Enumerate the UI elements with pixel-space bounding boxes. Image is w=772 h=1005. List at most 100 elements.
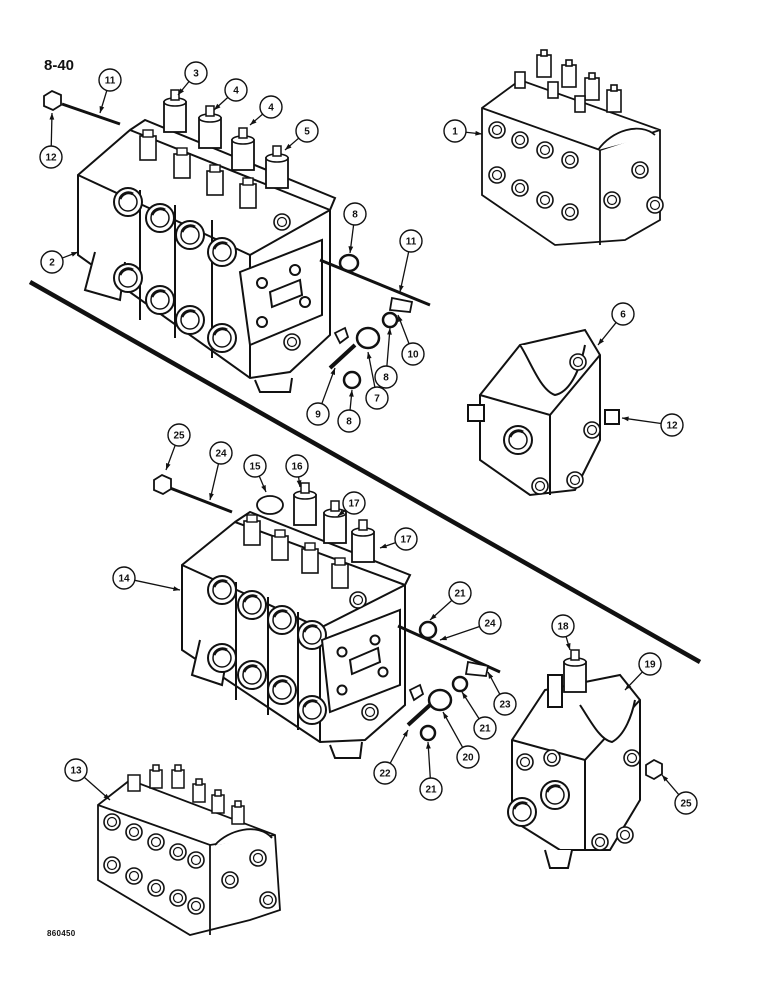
callout-4: 4 — [213, 78, 248, 111]
callout-11: 11 — [399, 229, 423, 293]
callout-label: 12 — [666, 421, 678, 432]
top-end-plate — [238, 238, 323, 347]
callout-label: 17 — [400, 535, 412, 546]
callout-19: 19 — [624, 652, 662, 691]
leader-arrow — [440, 635, 447, 641]
leader-arrow — [625, 683, 632, 690]
leader-arrow — [380, 543, 387, 549]
callout-circle — [473, 716, 497, 740]
callout-label: 21 — [425, 785, 437, 796]
callout-12: 12 — [621, 413, 684, 437]
callout-label: 21 — [454, 589, 466, 600]
top-links — [328, 296, 414, 370]
leader-arrow — [71, 252, 78, 257]
leader-arrow — [475, 130, 482, 136]
leader-line — [439, 625, 480, 641]
callout-label: 25 — [680, 799, 692, 810]
callout-1: 1 — [443, 119, 483, 143]
callout-11: 11 — [98, 68, 122, 114]
callout-label: 7 — [374, 394, 380, 405]
callout-circle — [373, 761, 397, 785]
leader-arrow — [173, 586, 180, 591]
callout-circle — [337, 409, 361, 433]
bottom-manifold-cap — [563, 649, 587, 693]
bottom-manifold — [511, 673, 641, 869]
callout-circle — [285, 454, 309, 478]
callout-label: 10 — [407, 350, 419, 361]
callout-circle — [167, 423, 191, 447]
callout-circle — [399, 229, 423, 253]
callout-12: 12 — [39, 112, 63, 169]
callout-label: 1 — [452, 127, 458, 138]
leader-arrow — [49, 113, 55, 120]
bottom-links — [406, 660, 490, 727]
callout-label: 22 — [379, 769, 391, 780]
callout-label: 23 — [499, 700, 511, 711]
callout-22: 22 — [373, 729, 409, 785]
callout-9: 9 — [306, 367, 336, 426]
leader-arrow — [598, 338, 604, 345]
callout-8: 8 — [343, 202, 367, 254]
callout-21: 21 — [461, 691, 497, 740]
leader-line — [399, 251, 410, 293]
callout-label: 14 — [118, 574, 130, 585]
callout-circle — [674, 791, 698, 815]
callout-4: 4 — [249, 95, 283, 126]
callout-label: 4 — [268, 103, 274, 114]
callout-10: 10 — [397, 314, 425, 366]
leader-arrow — [338, 509, 345, 516]
callout-8: 8 — [374, 327, 398, 389]
leader-arrow — [348, 390, 354, 397]
callout-8: 8 — [337, 389, 361, 433]
divider-line — [28, 280, 702, 664]
callout-circle — [419, 777, 443, 801]
bottom-seals — [418, 620, 469, 742]
leader-arrow — [103, 793, 110, 800]
callout-label: 21 — [479, 724, 491, 735]
callout-20: 20 — [442, 711, 480, 769]
callout-circle — [456, 745, 480, 769]
leader-line — [621, 417, 662, 425]
leader-arrow — [488, 672, 494, 679]
callout-circle — [295, 119, 319, 143]
bottom-end-plate — [320, 608, 401, 714]
callout-label: 13 — [70, 766, 82, 777]
callout-15: 15 — [243, 454, 267, 493]
callout-2: 2 — [40, 250, 79, 274]
assembled-top-right-caps — [514, 49, 622, 113]
leader-arrow — [398, 315, 403, 322]
leader-arrow — [209, 493, 214, 500]
callout-label: 2 — [49, 258, 55, 269]
callout-3: 3 — [177, 61, 208, 96]
callout-17: 17 — [337, 491, 366, 517]
callout-label: 5 — [304, 127, 310, 138]
leader-arrow — [430, 613, 437, 620]
callout-circle — [394, 527, 418, 551]
callout-circle — [478, 611, 502, 635]
callout-label: 18 — [557, 622, 569, 633]
leader-arrow — [565, 643, 571, 650]
callout-circle — [39, 145, 63, 169]
leader-arrow — [462, 692, 468, 699]
callout-label: 11 — [406, 237, 417, 248]
callout-circle — [611, 302, 635, 326]
callout-circle — [224, 78, 248, 102]
leader-arrow — [387, 328, 392, 335]
callout-21: 21 — [429, 581, 472, 621]
leader-arrow — [622, 416, 629, 422]
assembled-bottom-left-caps — [127, 764, 245, 825]
callout-circle — [365, 386, 389, 410]
leader-arrow — [662, 775, 669, 782]
callout-18: 18 — [551, 614, 575, 651]
leader-arrow — [426, 742, 431, 749]
callout-label: 8 — [352, 210, 358, 221]
callout-label: 19 — [644, 660, 656, 671]
callout-circle — [306, 402, 330, 426]
callout-circle — [374, 365, 398, 389]
page-number: 8-40 — [44, 57, 75, 74]
callout-label: 17 — [348, 499, 360, 510]
leader-arrow — [285, 143, 292, 150]
leader-arrow — [261, 485, 266, 492]
top-manifold — [467, 328, 620, 497]
